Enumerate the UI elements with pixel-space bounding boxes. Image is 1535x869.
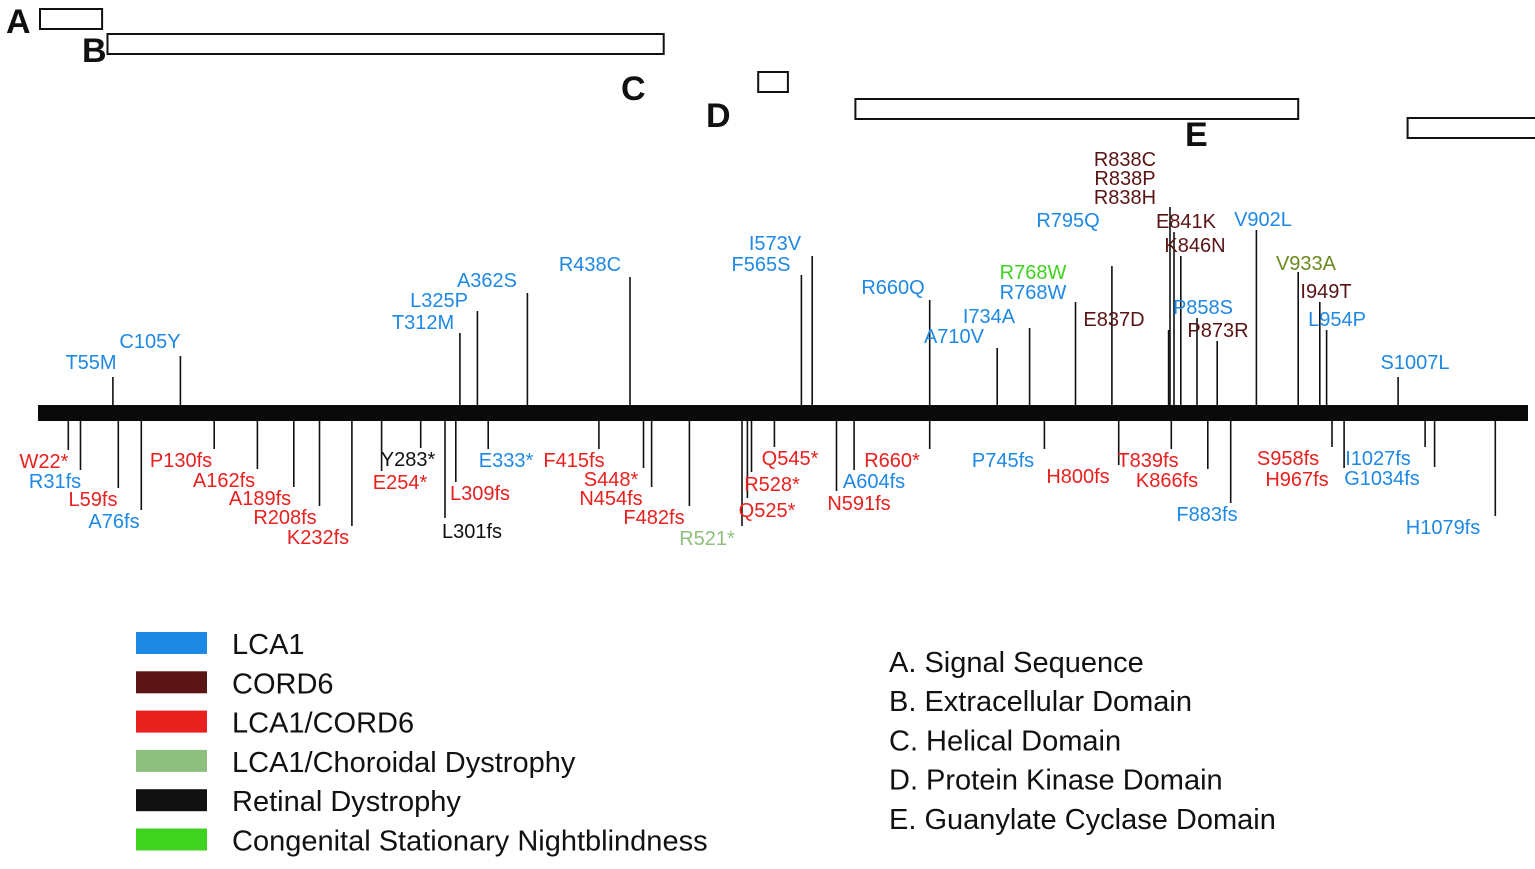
domain-key-item-e-guanylate-cyclase-domain: E. Guanylate Cyclase Domain: [889, 804, 1276, 836]
mutation-label-r521: R521*: [679, 528, 735, 550]
mutation-label-a710v: A710V: [924, 326, 985, 348]
domain-letter-a: A: [6, 3, 31, 41]
mutation-label-r768w: R768W: [1000, 262, 1067, 284]
domain-boxes: A B C D E: [6, 3, 1535, 154]
mutation-label-k866fs: K866fs: [1136, 470, 1198, 492]
legend-swatch-lca1-choroidal-dystrophy: [136, 749, 207, 772]
domain-box-a: [39, 8, 104, 30]
mutation-label-k846n: K846N: [1164, 235, 1225, 257]
legend-label-retinal-dystrophy: Retinal Dystrophy: [232, 786, 461, 818]
mutation-label-q545: Q545*: [762, 448, 819, 470]
legend-label-lca1-choroidal-dystrophy: LCA1/Choroidal Dystrophy: [232, 747, 576, 779]
legend-swatch-cord6: [136, 671, 207, 694]
mutation-label-i949t: I949T: [1300, 281, 1351, 303]
mutation-label-e333: E333*: [479, 450, 534, 472]
mutation-label-w22: W22*: [20, 451, 69, 473]
mutation-label-a362s: A362S: [457, 270, 517, 292]
mutation-label-a189fs: A189fs: [229, 488, 291, 510]
mutation-label-l325p: L325P: [410, 290, 468, 312]
domain-box-e: [1406, 117, 1535, 139]
mutation-label-h1079fs: H1079fs: [1406, 517, 1481, 539]
mutation-label-t839fs: T839fs: [1117, 450, 1178, 472]
legend-label-cord6: CORD6: [232, 668, 334, 700]
domain-key: A. Signal Sequence B. Extracellular Domai…: [889, 647, 1276, 836]
mutation-label-h800fs: H800fs: [1046, 466, 1109, 488]
mutation-label-t55m: T55M: [65, 352, 116, 374]
domain-box-c: [757, 71, 789, 93]
legend-swatch-congenital-stationary-nightblindness: [136, 828, 207, 851]
mutation-label-e841k: E841K: [1156, 211, 1217, 233]
mutation-label-r660: R660*: [864, 450, 920, 472]
mutation-label-r31fs: R31fs: [29, 471, 81, 493]
domain-letter-d: D: [706, 97, 731, 135]
mutation-label-v933a: V933A: [1276, 253, 1337, 275]
legend-swatch-lca1: [136, 632, 207, 654]
mutation-label-n591fs: N591fs: [827, 493, 890, 515]
domain-key-item-a-signal-sequence: A. Signal Sequence: [889, 647, 1144, 679]
mutation-label-r795q: R795Q: [1036, 210, 1099, 232]
mutation-label-e254: E254*: [373, 472, 428, 494]
mutation-label-r528: R528*: [744, 474, 800, 496]
mutation-label-r208fs: R208fs: [253, 507, 316, 529]
mutation-label-s1007l: S1007L: [1381, 352, 1450, 374]
mutation-label-y283: Y283*: [381, 449, 436, 471]
mutation-label-r838c: R838C: [1094, 149, 1156, 171]
mutation-label-k232fs: K232fs: [287, 527, 349, 549]
domain-letter-c: C: [621, 70, 646, 108]
mutation-label-a162fs: A162fs: [193, 470, 255, 492]
domain-letter-b: B: [82, 32, 107, 70]
mutation-label-f415fs: F415fs: [543, 450, 604, 472]
mutation-label-f883fs: F883fs: [1176, 504, 1237, 526]
mutation-label-n454fs: N454fs: [579, 488, 642, 510]
mutation-label-c105y: C105Y: [119, 331, 180, 353]
mutation-label-l309fs: L309fs: [450, 483, 510, 505]
legend-swatch-retinal-dystrophy: [136, 789, 207, 812]
mutation-label-l954p: L954P: [1308, 309, 1366, 331]
mutation-label-p858s: P858S: [1173, 297, 1233, 319]
mutation-label-h967fs: H967fs: [1265, 469, 1328, 491]
legend-label-congenital-stationary-nightblindness: Congenital Stationary Nightblindness: [232, 826, 708, 858]
domain-key-item-d-protein-kinase-domain: D. Protein Kinase Domain: [889, 765, 1223, 797]
mutation-label-e837d: E837D: [1083, 309, 1144, 331]
protein-backbone-bar: [38, 405, 1528, 421]
mutation-label-s958fs: S958fs: [1257, 448, 1319, 470]
legend-label-lca1-cord6: LCA1/CORD6: [232, 708, 414, 740]
mutation-label-a604fs: A604fs: [843, 471, 905, 493]
mutation-label-f482fs: F482fs: [623, 507, 684, 529]
mutation-label-r838p: R838P: [1094, 168, 1155, 190]
domain-box-b: [106, 33, 665, 55]
mutation-label-r660q: R660Q: [861, 277, 924, 299]
domain-key-item-c-helical-domain: C. Helical Domain: [889, 725, 1121, 757]
mutation-label-p130fs: P130fs: [150, 450, 212, 472]
mutation-label-i573v: I573V: [749, 233, 802, 255]
domain-box-d: [854, 98, 1300, 120]
mutation-label-s448: S448*: [584, 469, 639, 491]
mutation-label-q525: Q525*: [739, 500, 796, 522]
domain-key-item-b-extracellular-domain: B. Extracellular Domain: [889, 686, 1192, 718]
mutation-label-r768w-1: R768W: [1000, 282, 1067, 304]
mutation-label-p873r: P873R: [1187, 320, 1248, 342]
legend-label-lca1: LCA1: [232, 629, 305, 661]
mutation-label-r438c: R438C: [559, 254, 621, 276]
mutation-label-l301fs: L301fs: [442, 521, 502, 543]
mutation-label-v902l: V902L: [1234, 209, 1292, 231]
mutation-label-i734a: I734A: [963, 306, 1016, 328]
mutation-label-i1027fs: I1027fs: [1345, 448, 1411, 470]
domain-letter-e: E: [1185, 116, 1208, 154]
mutation-label-a76fs: A76fs: [88, 511, 139, 533]
mutation-label-l59fs: L59fs: [69, 489, 118, 511]
mutation-label-g1034fs: G1034fs: [1344, 468, 1420, 490]
mutation-label-f565s: F565S: [732, 254, 791, 276]
mutation-label-r838h: R838H: [1094, 187, 1156, 209]
mutation-label-p745fs: P745fs: [972, 450, 1034, 472]
mutation-label-t312m: T312M: [392, 312, 454, 334]
legend-swatch-lca1-cord6: [136, 710, 207, 733]
